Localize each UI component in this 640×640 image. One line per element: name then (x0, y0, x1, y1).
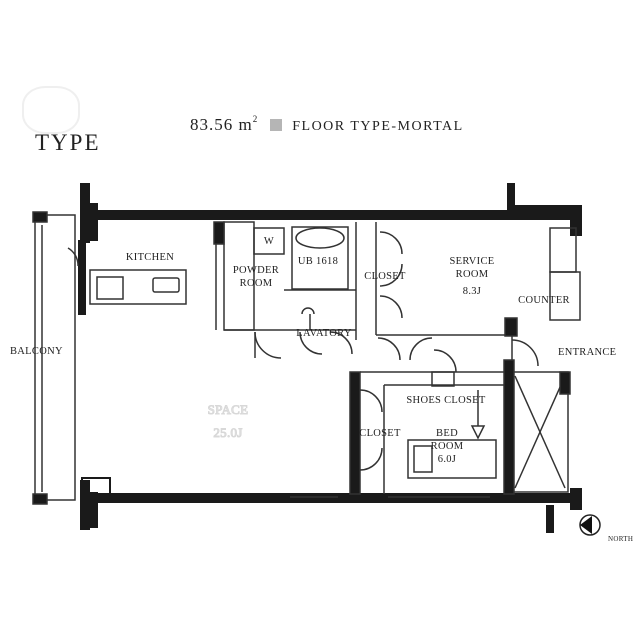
area-unit-sup: 2 (252, 114, 259, 124)
closet-lower-label: CLOSET (359, 428, 401, 439)
space-label-1: SPACE (208, 402, 249, 417)
closet-upper-label: CLOSET (364, 271, 406, 282)
area-value: 83.56 m (190, 115, 253, 134)
entrance-label: ENTRANCE (558, 347, 616, 358)
floor-type-swatch (270, 119, 283, 131)
ub-label: UB 1618 (298, 256, 338, 267)
bed-room-label-1: BED (436, 428, 458, 439)
north-arrow-icon (579, 514, 601, 536)
washer-label: W (264, 236, 274, 247)
logo-watermark (22, 86, 80, 134)
floor-type-label: FLOOR TYPE-MORTAL (292, 119, 464, 134)
service-room-label-3: 8.3J (463, 286, 481, 297)
bed-room-label-3: 6.0J (438, 454, 456, 465)
powder-room-label-1: POWDER (233, 265, 279, 276)
bed-room-label-2: ROOM (431, 441, 464, 452)
balcony-label: BALCONY (10, 346, 63, 357)
north-label: NORTH (608, 535, 633, 543)
counter-label: COUNTER (518, 295, 570, 306)
kitchen-label: KITCHEN (126, 252, 174, 263)
lavatory-label: LAVATORY (296, 328, 352, 339)
service-room-label-1: SERVICE (449, 256, 494, 267)
powder-room-label-2: ROOM (240, 278, 273, 289)
space-label-2: 25.0J (213, 425, 242, 440)
shoes-closet-label: SHOES CLOSET (406, 395, 485, 406)
interior-walls (32, 211, 581, 505)
type-label: TYPE (35, 130, 101, 155)
service-room-label-2: ROOM (456, 269, 489, 280)
